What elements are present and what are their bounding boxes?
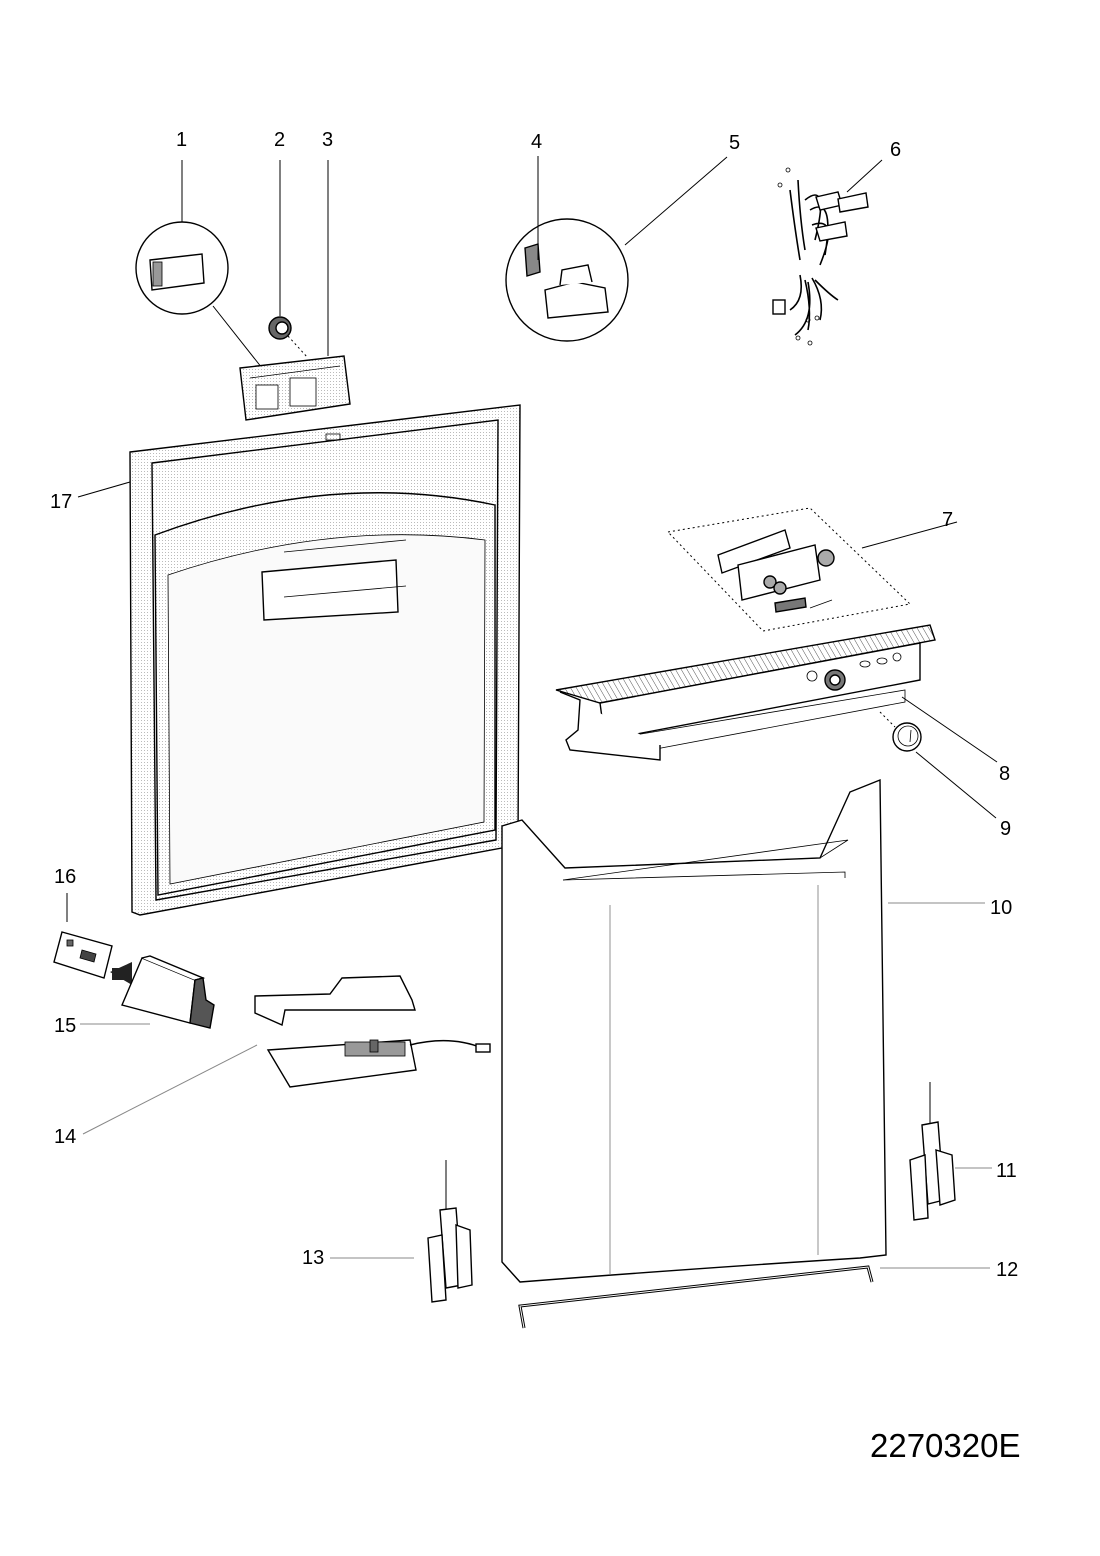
part-7-control-board-kit bbox=[666, 507, 958, 632]
part-2-grommet bbox=[268, 160, 309, 359]
callout-1: 1 bbox=[176, 129, 187, 151]
callout-4: 4 bbox=[531, 131, 542, 153]
callout-12: 12 bbox=[996, 1259, 1018, 1281]
part-17-inner-door-panel bbox=[77, 404, 521, 916]
callout-13: 13 bbox=[302, 1247, 324, 1269]
part-13-left-hinge bbox=[330, 1160, 473, 1303]
part-12-door-rod bbox=[518, 1265, 990, 1329]
callout-7: 7 bbox=[942, 509, 953, 531]
callout-5: 5 bbox=[729, 132, 740, 154]
part-8-control-panel bbox=[555, 624, 998, 763]
callout-15: 15 bbox=[54, 1015, 76, 1037]
callout-14: 14 bbox=[54, 1126, 76, 1148]
part-10-outer-door-panel bbox=[501, 778, 985, 1283]
callout-labels: 1 2 3 4 5 6 7 8 9 10 11 12 13 14 15 16 1… bbox=[50, 129, 1018, 1281]
callout-9: 9 bbox=[1000, 818, 1011, 840]
callout-6: 6 bbox=[890, 139, 901, 161]
callout-3: 3 bbox=[322, 129, 333, 151]
callout-8: 8 bbox=[999, 763, 1010, 785]
part-15-eeprom-key bbox=[80, 955, 215, 1029]
callout-10: 10 bbox=[990, 897, 1012, 919]
part-14-electronic-module bbox=[82, 975, 491, 1135]
callout-17: 17 bbox=[50, 491, 72, 513]
callout-11: 11 bbox=[996, 1160, 1017, 1182]
part-1-door-lock-detail bbox=[135, 160, 263, 369]
part-5-door-switch-detail bbox=[505, 156, 728, 342]
part-16-label-card bbox=[53, 893, 113, 979]
part-3-door-lock-assembly bbox=[239, 160, 351, 421]
document-id: 2270320E bbox=[870, 1427, 1021, 1464]
part-9-knob bbox=[879, 711, 997, 819]
part-11-right-hinge bbox=[909, 1082, 992, 1221]
callout-16: 16 bbox=[54, 866, 76, 888]
callout-2: 2 bbox=[274, 129, 285, 151]
part-6-wiring-harness bbox=[772, 159, 883, 346]
